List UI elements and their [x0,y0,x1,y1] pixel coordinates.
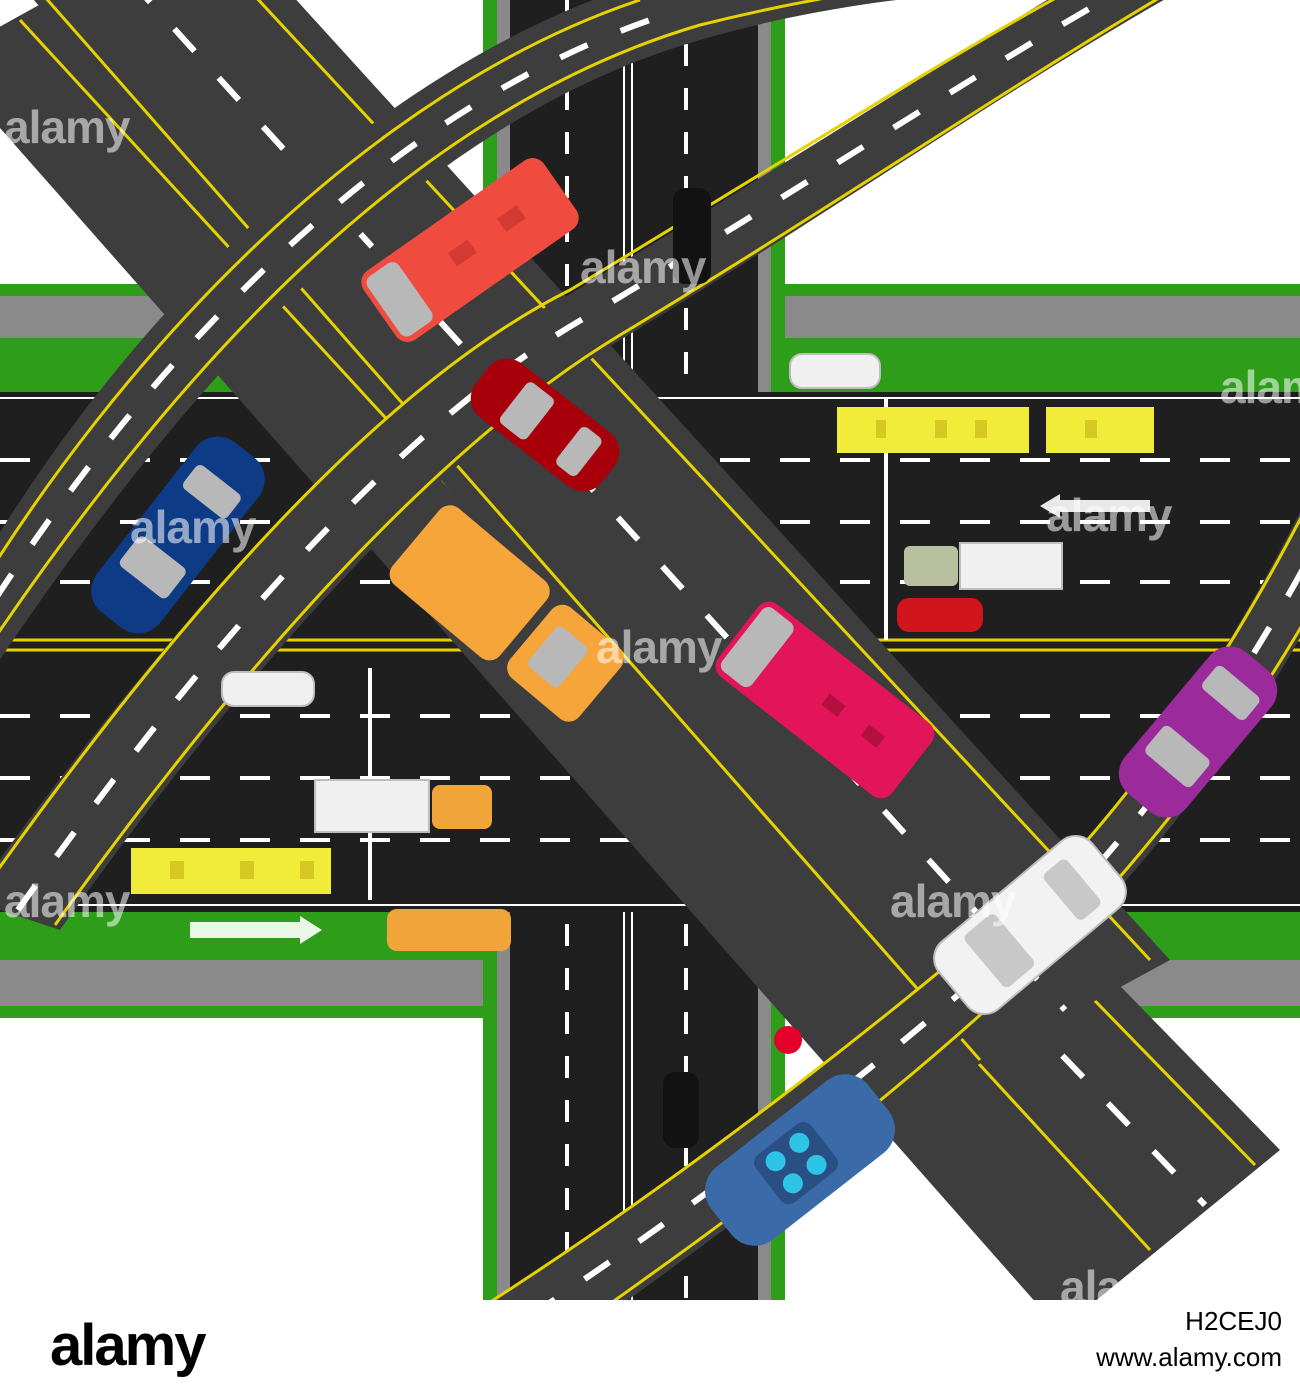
yellow-bus-left [131,848,331,894]
purple-car [1118,646,1278,818]
stock-footer: alamy H2CEJ0 www.alamy.com [0,1300,1300,1390]
white-car-left [221,671,315,707]
red-bus [361,158,579,342]
white-truck-top [904,542,1063,590]
blue-convertible [704,1074,896,1246]
white-truck-bottom [314,779,492,833]
overpass-curve-lower [0,0,1164,930]
dark-red-car [470,358,620,492]
white-suv [933,835,1127,1015]
white-car-top [789,353,881,389]
small-red-car [897,598,983,632]
orange-truck [389,505,624,722]
blue-car [91,436,265,634]
interchange-scene: alamy alamy alamy alamy alamy alamy alam… [0,0,1300,1300]
site-url: www.alamy.com [1096,1342,1282,1372]
image-id: H2CEJ0 [1185,1306,1282,1336]
traffic-light-icon [774,1026,802,1054]
orange-minibus [387,909,511,951]
black-car-top [673,188,711,284]
black-car-bottom [663,1072,699,1148]
interchange-illustration [0,0,1300,1300]
yellow-articulated-bus [837,407,1154,453]
pink-van [715,601,935,799]
overpass-curve-upper [0,0,897,660]
alamy-logo: alamy [50,1313,206,1378]
